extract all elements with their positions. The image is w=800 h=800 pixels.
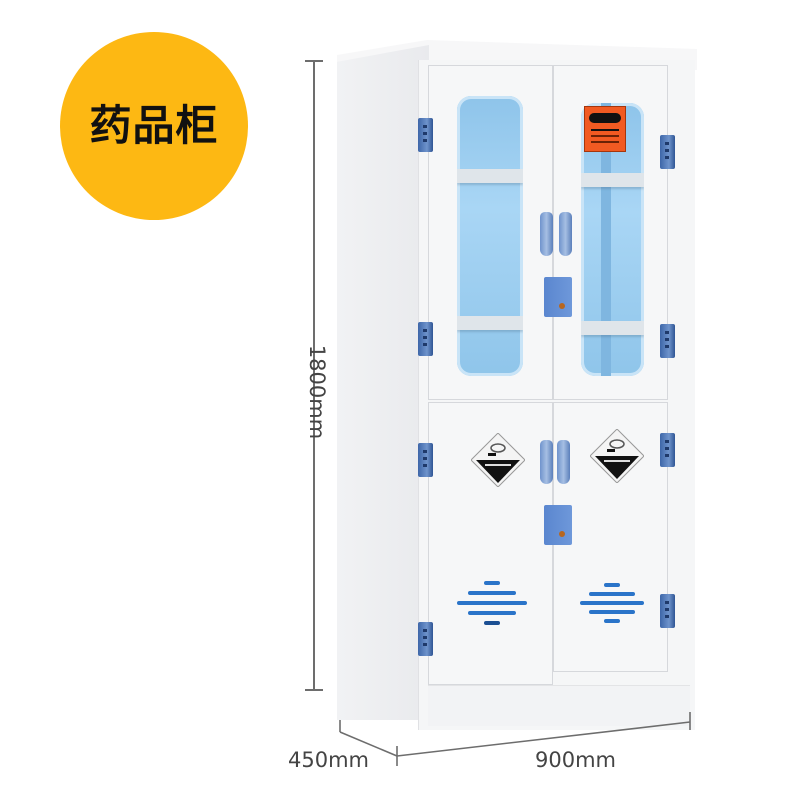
product-badge-label: 药品柜 <box>89 101 219 150</box>
height-dimension-line <box>313 61 315 690</box>
shelf-rail <box>601 103 611 376</box>
corrosive-hazard-icon <box>590 429 644 483</box>
lower-right-handle[interactable] <box>557 440 570 484</box>
hinge-icon <box>418 118 433 152</box>
shelf <box>581 321 644 335</box>
hinge-icon <box>660 433 675 467</box>
keyhole-icon <box>559 303 565 309</box>
label-text-line <box>591 135 619 137</box>
hinge-icon <box>660 324 675 358</box>
vent-slots <box>580 583 644 627</box>
lower-lock[interactable] <box>544 505 572 545</box>
upper-lock[interactable] <box>544 277 572 317</box>
corrosive-hazard-icon <box>471 433 525 487</box>
label-symbol <box>589 113 621 123</box>
vent-slots <box>457 581 527 631</box>
keyhole-icon <box>559 531 565 537</box>
label-text-line <box>591 141 619 143</box>
cabinet-plinth <box>428 685 690 726</box>
upper-right-door[interactable] <box>553 65 668 400</box>
width-dimension-label: 900mm <box>535 748 616 772</box>
height-dimension-cap-top <box>305 60 323 62</box>
hinge-icon <box>660 135 675 169</box>
hinge-icon <box>418 322 433 356</box>
hinge-icon <box>418 622 433 656</box>
shelf <box>457 169 523 183</box>
shelf <box>581 173 644 187</box>
upper-left-glass <box>457 96 523 376</box>
lower-left-door[interactable] <box>428 402 553 685</box>
hinge-icon <box>660 594 675 628</box>
upper-right-handle[interactable] <box>559 212 572 256</box>
orange-hazard-label <box>584 106 626 152</box>
upper-left-door[interactable] <box>428 65 553 400</box>
depth-dimension-label: 450mm <box>288 748 369 772</box>
base-dimension-lines <box>339 712 691 766</box>
lower-right-door[interactable] <box>553 402 668 672</box>
hinge-icon <box>418 443 433 477</box>
cabinet-side-panel <box>337 45 429 720</box>
upper-left-handle[interactable] <box>540 212 553 256</box>
lower-left-handle[interactable] <box>540 440 553 484</box>
height-dimension-cap-bottom <box>305 689 323 691</box>
product-badge <box>60 32 248 220</box>
shelf <box>457 316 523 330</box>
label-text-line <box>591 129 619 131</box>
height-dimension-label: 1800mm <box>305 344 329 440</box>
